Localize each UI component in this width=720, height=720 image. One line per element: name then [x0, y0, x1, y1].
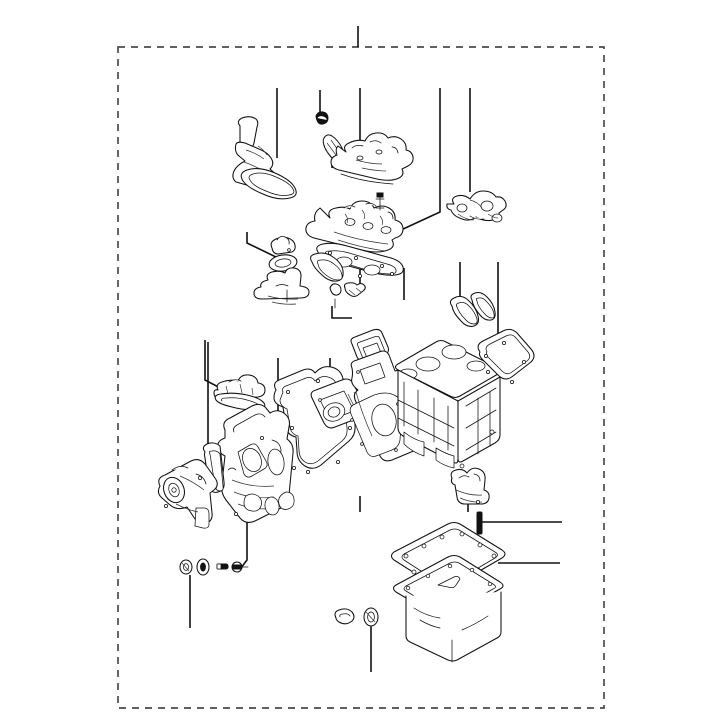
leader-thermostat-cap	[246, 232, 279, 259]
leader-dipstick	[479, 512, 562, 532]
part-dipstick-tube-seal	[476, 511, 483, 535]
part-oil-pressure-switch	[329, 283, 342, 309]
part-rear-end-plate-gasket	[449, 291, 496, 327]
part-small-bracket-gasket	[343, 282, 366, 298]
part-rear-main-seal-retainer-gasket	[477, 328, 535, 384]
part-drain-plug-washer	[334, 608, 355, 625]
part-oil-seal-ring	[363, 607, 379, 627]
leader-oil-press-switch	[331, 306, 352, 319]
part-exhaust-manifold-gasket	[446, 190, 507, 223]
part-rocker-cover	[330, 132, 414, 185]
part-water-pump	[157, 459, 218, 529]
part-crank-seal-washer	[196, 558, 210, 576]
part-spark-plug-tube-seal	[315, 111, 329, 125]
dashed-assembly-boundary	[117, 26, 605, 709]
part-plug-fitting	[231, 561, 249, 573]
part-crank-front-seal	[179, 559, 193, 575]
part-oil-pan	[392, 554, 504, 663]
part-cylinder-head-gasket	[316, 242, 404, 278]
part-cylinder-head	[305, 192, 404, 253]
part-oil-pickup-bracket	[450, 467, 490, 505]
part-intake-manifold-gasket	[310, 252, 344, 282]
leader-rocker-cover	[387, 88, 441, 237]
part-item-water-outlet-housing: Water outlet / thermostat housing	[0, 0, 1, 1]
part-thermostat-gasket	[268, 254, 298, 272]
part-dowel-pin	[216, 563, 229, 570]
part-water-outlet-gasket	[240, 168, 297, 200]
part-timing-chain-cover	[217, 403, 296, 523]
part-water-inlet-housing	[253, 267, 310, 305]
part-thermostat-cap	[270, 236, 296, 255]
part-cylinder-block	[394, 339, 502, 469]
